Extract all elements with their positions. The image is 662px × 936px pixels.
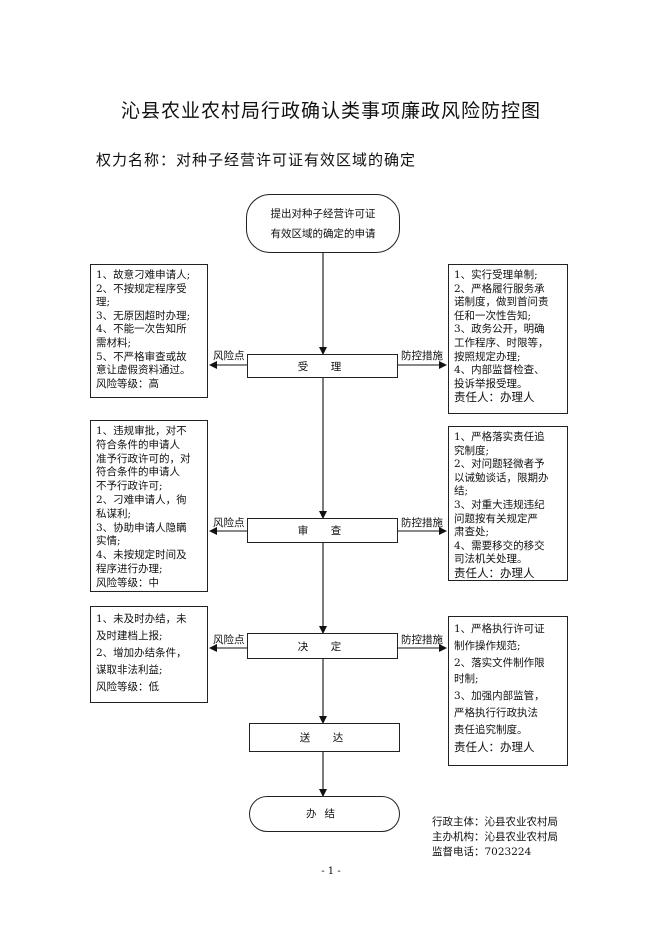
risk-decide-line: 及时建档上报;: [96, 630, 163, 642]
step-decide: 决 定: [247, 633, 398, 659]
control-review-line: 问题按有关规定严: [454, 512, 538, 525]
supervision-phone: 监督电话：7023224: [432, 846, 532, 858]
control-review-line: 肃查处;: [454, 526, 490, 539]
risk-point-label-decide: 风险点: [213, 634, 245, 646]
responsible-person-accept: 责任人：办理人: [454, 390, 535, 405]
risk-review-line: 实情;: [96, 535, 121, 548]
risk-point-label-accept: 风险点: [213, 350, 245, 362]
control-review-line: 以诫勉谈话，限期办: [454, 471, 549, 484]
risk-accept-line: 1、故意刁难申请人;: [96, 269, 191, 281]
risk-accept-line: 4、不能一次告知所: [96, 323, 187, 336]
risk-point-label-review: 风险点: [213, 517, 245, 529]
step-review: 审 查: [247, 518, 398, 543]
control-decide-line: 严格执行行政执法: [454, 706, 538, 719]
risk-review-line: 不予行政许可;: [96, 480, 163, 493]
control-accept-line: 按照规定办理;: [454, 350, 521, 363]
control-accept-line: 任和一次性告知;: [454, 309, 532, 322]
control-accept-line: 1、实行受理单制;: [454, 269, 538, 281]
control-accept-line: 3、政务公开，明确: [454, 323, 545, 336]
control-label-review: 防控措施: [401, 517, 443, 529]
control-review-line: 司法机关处理。: [454, 553, 528, 566]
start-node: 提出对种子经营许可证 有效区域的确定的申请: [246, 194, 400, 253]
risk-level-review: 风险等级：中: [96, 576, 159, 589]
responsible-person-decide: 责任人：办理人: [454, 739, 535, 754]
risk-review-line: 私谋利;: [96, 507, 132, 520]
control-decide-line: 制作操作规范;: [454, 639, 521, 652]
control-review-line: 1、严格落实责任追: [454, 431, 545, 443]
risk-decide-line: 1、未及时办结，未: [96, 613, 187, 625]
risk-accept-line: 意让虚假资料通过。: [96, 364, 191, 377]
control-review-line: 2、对问题轻微者予: [454, 458, 545, 471]
step-accept: 受 理: [247, 354, 398, 378]
risk-review-line: 3、协助申请人隐瞒: [96, 521, 187, 534]
control-accept-line: 4、内部监督检查、: [454, 364, 545, 377]
start-line-2: 有效区域的确定的申请: [270, 227, 376, 240]
control-review-line: 究制度;: [454, 444, 490, 457]
control-accept-line: 诺制度，做到首问责: [454, 296, 549, 309]
risk-accept-line: 理;: [96, 296, 111, 309]
control-accept-line: 工作程序、时限等，: [454, 336, 549, 349]
risk-box-review: 1、违规审批，对不 符合条件的申请人 准予行政许可的，对 符合条件的申请人 不予…: [90, 420, 208, 592]
host-agency: 主办机构：沁县农业农村局: [432, 831, 558, 843]
control-decide-line: 2、落实文件制作限: [454, 656, 545, 669]
control-review-line: 结;: [454, 485, 469, 498]
control-box-accept: 1、实行受理单制; 2、严格履行服务承 诺制度，做到首问责 任和一次性告知; 3…: [448, 264, 568, 414]
control-box-review: 1、严格落实责任追 究制度; 2、对问题轻微者予 以诫勉谈话，限期办 结; 3、…: [448, 426, 568, 581]
risk-accept-line: 5、不严格审查或故: [96, 350, 187, 363]
responsible-person-review: 责任人：办理人: [454, 565, 535, 580]
document-title: 沁县农业农村局行政确认类事项廉政风险防控图: [120, 100, 541, 122]
control-review-line: 3、对重大违规违纪: [454, 498, 545, 511]
risk-decide-line: 谋取非法利益;: [96, 664, 163, 676]
risk-accept-line: 3、无原因超时办理;: [96, 309, 191, 322]
end-node: 办结: [249, 796, 400, 832]
control-accept-line: 2、严格履行服务承: [454, 282, 545, 295]
step-deliver: 送 达: [249, 723, 400, 752]
risk-decide-line: 2、增加办结条件，: [96, 647, 187, 659]
risk-review-line: 符合条件的申请人: [96, 438, 180, 451]
risk-box-decide: 1、未及时办结，未 及时建档上报; 2、增加办结条件， 谋取非法利益; 风险等级…: [90, 606, 208, 703]
risk-review-line: 准予行政许可的，对: [96, 452, 191, 465]
control-decide-line: 3、加强内部监管，: [454, 690, 545, 703]
risk-level-decide: 风险等级：低: [96, 681, 159, 693]
risk-review-line: 1、违规审批，对不: [96, 425, 187, 437]
control-review-line: 4、需要移交的移交: [454, 539, 545, 552]
risk-review-line: 程序进行办理;: [96, 562, 163, 575]
control-accept-line: 投诉举报受理。: [454, 377, 528, 390]
control-label-decide: 防控措施: [401, 634, 443, 646]
risk-accept-line: 2、不按规定程序受: [96, 282, 187, 295]
risk-box-accept: 1、故意刁难申请人; 2、不按规定程序受 理; 3、无原因超时办理; 4、不能一…: [90, 264, 208, 398]
administrative-subject: 行政主体：沁县农业农村局: [432, 816, 558, 828]
control-box-decide: 1、严格执行许可证 制作操作规范; 2、落实文件制作限 时制; 3、加强内部监管…: [448, 616, 568, 766]
risk-accept-line: 需材料;: [96, 336, 132, 349]
risk-review-line: 符合条件的申请人: [96, 466, 180, 479]
control-decide-line: 时制;: [454, 673, 479, 686]
risk-level-accept: 风险等级：高: [96, 377, 159, 390]
risk-review-line: 4、未按规定时间及: [96, 549, 187, 562]
page-number: - 1 -: [321, 866, 341, 877]
control-decide-line: 1、严格执行许可证: [454, 623, 545, 635]
power-name: 权力名称：对种子经营许可证有效区域的确定: [96, 151, 417, 169]
footer-info: 行政主体：沁县农业农村局 主办机构：沁县农业农村局 监督电话：7023224: [432, 815, 558, 860]
control-label-accept: 防控措施: [401, 350, 443, 362]
start-line-1: 提出对种子经营许可证: [270, 207, 376, 220]
risk-review-line: 2、刁难申请人，徇: [96, 493, 187, 506]
control-decide-line: 责任追究制度。: [454, 723, 528, 736]
